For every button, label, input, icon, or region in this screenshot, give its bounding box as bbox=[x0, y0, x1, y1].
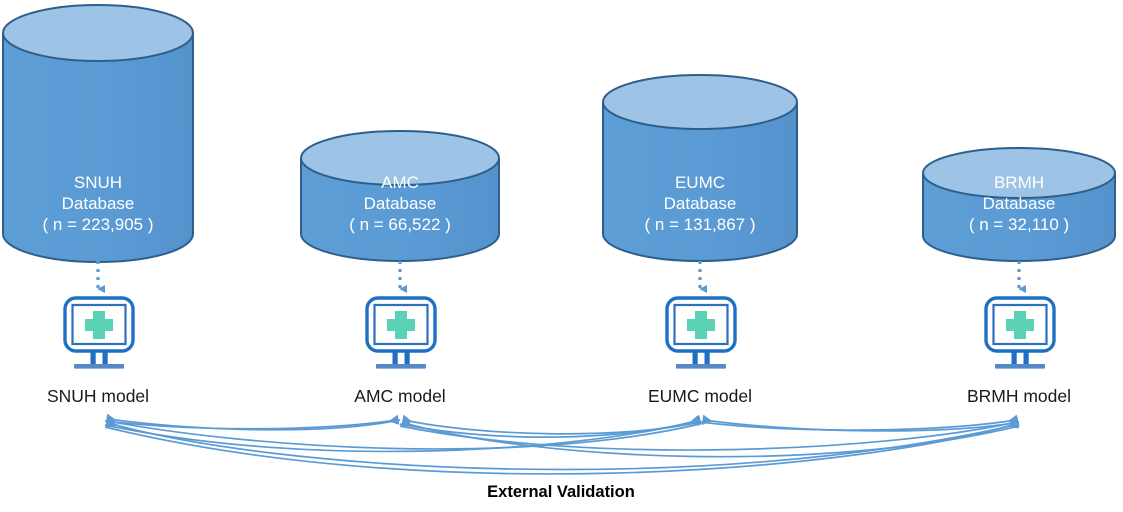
edge-amc-to-snuh bbox=[105, 413, 401, 431]
database-cylinder-snuh bbox=[1, 4, 194, 263]
database-cylinder-amc bbox=[300, 130, 500, 262]
model-label-eumc: EUMC model bbox=[647, 386, 753, 406]
monitor-medical-cross-icon-snuh bbox=[63, 296, 135, 369]
edge-amc-to-eumc bbox=[399, 414, 702, 438]
edge-eumc-to-snuh bbox=[105, 415, 701, 450]
monitor-medical-cross-icon-amc bbox=[365, 296, 437, 369]
database-cylinder-eumc bbox=[602, 74, 798, 262]
external-validation-arrows bbox=[104, 413, 1020, 475]
model-label-amc: AMC model bbox=[354, 386, 446, 406]
db-to-model-connectors bbox=[96, 261, 1026, 294]
monitor-medical-cross-icon-eumc bbox=[665, 296, 737, 369]
monitor-medical-cross-icon-brmh bbox=[984, 296, 1056, 369]
external-validation-caption: External Validation bbox=[487, 483, 635, 501]
edge-snuh-to-amc bbox=[104, 414, 400, 430]
edge-amc-to-brmh bbox=[399, 416, 1020, 451]
model-label-snuh: SNUH model bbox=[46, 386, 150, 406]
database-cylinder-brmh bbox=[922, 147, 1116, 262]
edge-snuh-to-brmh bbox=[104, 418, 1019, 475]
edge-eumc-to-brmh bbox=[699, 414, 1019, 431]
model-label-brmh: BRMH model bbox=[966, 386, 1072, 406]
